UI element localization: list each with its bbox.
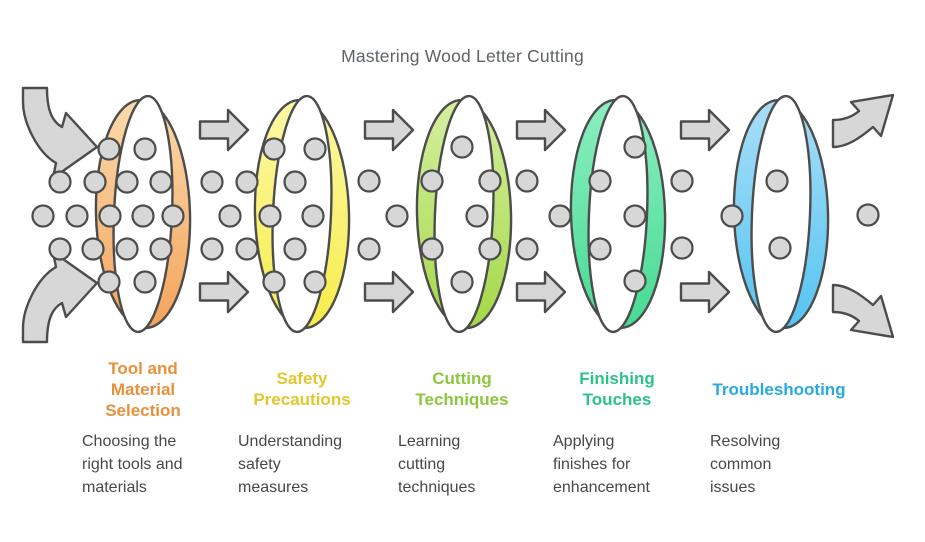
ring-inner-3 xyxy=(433,94,495,334)
step-column-finishing-touches: Finishing Touches Applying finishes for … xyxy=(547,357,687,499)
page-title: Mastering Wood Letter Cutting xyxy=(341,46,584,66)
background-dot xyxy=(588,169,612,193)
background-dot xyxy=(65,204,89,228)
background-dot xyxy=(856,203,880,227)
background-dot xyxy=(768,236,792,260)
background-dot xyxy=(131,204,155,228)
background-dot xyxy=(670,169,694,193)
background-dot xyxy=(262,137,286,161)
background-dot xyxy=(450,270,474,294)
background-dot xyxy=(303,137,327,161)
background-dot xyxy=(465,204,489,228)
background-dot xyxy=(258,204,282,228)
curved-arrow-bottom-left xyxy=(21,250,99,344)
curved-arrow-top-left xyxy=(21,86,99,180)
flow-arrow xyxy=(515,108,567,152)
step-column-troubleshooting: Troubleshooting Resolving common issues xyxy=(704,357,854,499)
curved-arrow-top-right xyxy=(831,93,895,149)
step-column-cutting-techniques: Cutting Techniques Learning cutting tech… xyxy=(392,357,532,499)
background-dot xyxy=(623,204,647,228)
background-dot xyxy=(623,135,647,159)
background-dot xyxy=(149,237,173,261)
background-dot xyxy=(115,170,139,194)
background-dot xyxy=(218,204,242,228)
background-dot xyxy=(623,269,647,293)
background-dot xyxy=(670,236,694,260)
background-dot xyxy=(765,169,789,193)
curved-arrow-bottom-right xyxy=(831,283,895,339)
background-dot xyxy=(48,170,72,194)
background-dot xyxy=(515,169,539,193)
background-dot xyxy=(81,237,105,261)
background-dot xyxy=(83,170,107,194)
background-dot xyxy=(200,237,224,261)
background-dot xyxy=(133,270,157,294)
step-description: Applying finishes for enhancement xyxy=(553,433,650,496)
background-dot xyxy=(357,237,381,261)
flow-arrow xyxy=(198,270,250,314)
background-dot xyxy=(283,170,307,194)
flow-arrow xyxy=(679,270,731,314)
background-dot xyxy=(235,237,259,261)
background-dot xyxy=(720,204,744,228)
flow-arrow xyxy=(679,108,731,152)
background-dot xyxy=(450,135,474,159)
background-dot xyxy=(420,237,444,261)
background-dot xyxy=(478,169,502,193)
background-dot xyxy=(588,237,612,261)
background-dot xyxy=(303,270,327,294)
background-dot xyxy=(97,137,121,161)
step-description: Learning cutting techniques xyxy=(398,433,476,496)
background-dot xyxy=(283,237,307,261)
step-description: Choosing the right tools and materials xyxy=(82,433,183,496)
ring-inner-5 xyxy=(750,94,812,334)
step-heading: Troubleshooting xyxy=(712,379,846,399)
step-heading: Cutting Techniques xyxy=(415,369,509,409)
background-dot xyxy=(235,170,259,194)
flow-arrow xyxy=(363,108,415,152)
step-heading: Finishing Touches xyxy=(579,369,655,409)
step-description: Understanding safety measures xyxy=(238,433,343,496)
background-dot xyxy=(200,170,224,194)
background-dot xyxy=(161,204,185,228)
step-heading: Tool and Material Selection xyxy=(105,358,181,420)
flow-arrow xyxy=(198,108,250,152)
background-dot xyxy=(149,170,173,194)
background-dot xyxy=(97,270,121,294)
background-dot xyxy=(301,204,325,228)
background-dot xyxy=(548,204,572,228)
background-dot xyxy=(357,169,381,193)
background-dot xyxy=(115,237,139,261)
background-dot xyxy=(420,169,444,193)
background-dot xyxy=(98,204,122,228)
background-dot xyxy=(385,204,409,228)
background-dot xyxy=(515,237,539,261)
background-dot xyxy=(133,137,157,161)
background-dot xyxy=(262,270,286,294)
step-heading: Safety Precautions xyxy=(253,369,351,409)
background-dot xyxy=(48,237,72,261)
step-column-tool-and-material-selection: Tool and Material Selection Choosing the… xyxy=(76,357,210,499)
step-column-safety-precautions: Safety Precautions Understanding safety … xyxy=(232,357,372,499)
flow-arrow xyxy=(363,270,415,314)
background-dot xyxy=(478,237,502,261)
background-dot xyxy=(31,204,55,228)
flow-arrow xyxy=(515,270,567,314)
step-description: Resolving common issues xyxy=(710,433,781,496)
